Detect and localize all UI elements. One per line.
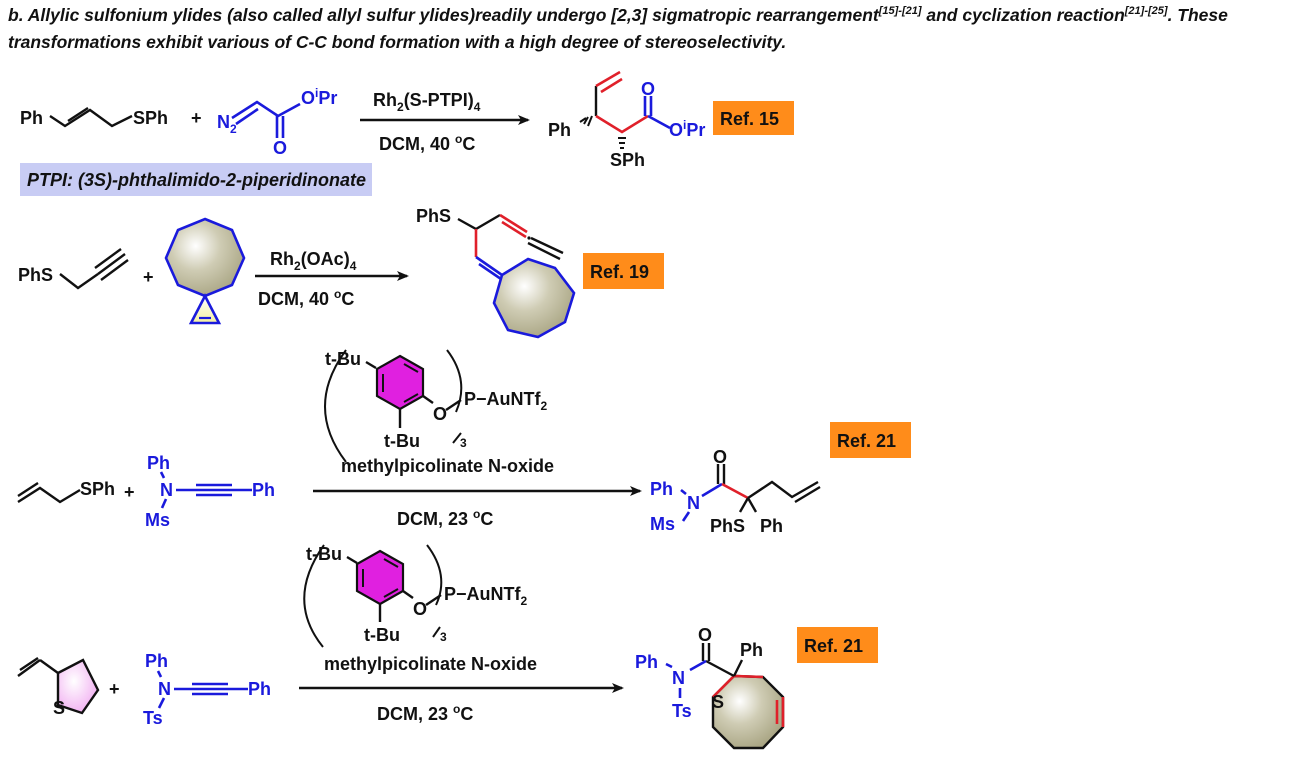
n-label: N	[687, 493, 700, 513]
tbu-top: t-Bu	[306, 544, 342, 564]
isopropoxy-label: OiPr	[301, 86, 337, 108]
reaction-3: SPh + Ph N Ms Ph t-Bu O P−AuNTf2	[17, 349, 911, 536]
ph-label: Ph	[145, 651, 168, 671]
phs-label: PhS	[18, 265, 53, 285]
ms-label: Ms	[145, 510, 170, 530]
carbonyl-o: O	[713, 447, 727, 467]
svg-text:Ref. 15: Ref. 15	[720, 109, 779, 129]
caption-text-2: and cyclization reaction	[921, 5, 1125, 25]
catalyst-rh-oac: Rh2(OAc)4	[270, 249, 357, 273]
phs-label: PhS	[416, 206, 451, 226]
reaction-1: Ph SPh + N2 O OiPr Rh2(S-PTPI)4 DCM, 40 …	[20, 70, 794, 196]
tbu-bottom: t-Bu	[384, 431, 420, 451]
n-label: N	[672, 668, 685, 688]
tbu-bottom: t-Bu	[364, 625, 400, 645]
reaction-2: PhS + Rh2(OAc)4 DCM, 40 oC PhS	[18, 206, 664, 339]
ph-label: Ph	[548, 120, 571, 140]
reagent-cyclopropene-ring	[164, 217, 246, 325]
reaction-4: S + Ph N Ts Ph t-Bu O P−AuNTf2	[17, 544, 878, 750]
s-label: S	[712, 692, 724, 712]
carbonyl-o: O	[641, 79, 655, 99]
gold-catalyst: t-Bu O P−AuNTf2 t-Bu 3 methylpicolinate …	[303, 544, 537, 674]
substrate-cinnamyl-sulfide: Ph SPh	[20, 106, 168, 128]
o-label: O	[413, 599, 427, 619]
ph-label: Ph	[650, 479, 673, 499]
ref-badge-15: Ref. 15	[713, 101, 794, 135]
plus-sign: +	[109, 679, 120, 699]
catalyst-rh-ptpi: Rh2(S-PTPI)4	[373, 90, 481, 114]
svg-text:PTPI: (3S)-phthalimido-2-piper: PTPI: (3S)-phthalimido-2-piperidinonate	[27, 170, 366, 190]
reaction-arrow-1: Rh2(S-PTPI)4 DCM, 40 oC	[360, 90, 530, 154]
reagent-ynamide-ms: Ph N Ms Ph	[145, 453, 275, 530]
ph-label: Ph	[147, 453, 170, 473]
substrate-vinyl-thiolane: S	[17, 657, 100, 718]
sph-label: SPh	[80, 479, 115, 499]
substrate-allyl-sulfide: SPh	[17, 479, 115, 504]
tbu-top: t-Bu	[325, 349, 361, 369]
scheme-caption: b. Allylic sulfonium ylides (also called…	[8, 2, 1296, 56]
ph-label: Ph	[248, 679, 271, 699]
reagent-ynamide-ts: Ph N Ts Ph	[143, 651, 271, 728]
reaction-arrow-4: DCM, 23 oC	[299, 683, 624, 724]
ph-label-2: Ph	[740, 640, 763, 660]
plus-sign: +	[124, 482, 135, 502]
caption-text-3: . These transformations exhibit various …	[8, 5, 1228, 52]
carbonyl-o: O	[698, 625, 712, 645]
conditions-4: DCM, 23 oC	[377, 702, 473, 724]
plus-sign: +	[143, 267, 154, 287]
ptpi-note: PTPI: (3S)-phthalimido-2-piperidinonate	[20, 163, 372, 196]
oxidant-label: methylpicolinate N-oxide	[341, 456, 554, 476]
product-2: PhS	[416, 206, 576, 339]
svg-text:Ref. 19: Ref. 19	[590, 262, 649, 282]
gold-catalyst: t-Bu O P−AuNTf2 t-Bu 3 methylpicolinate …	[324, 349, 554, 476]
n-label: N	[160, 480, 173, 500]
ms-label: Ms	[650, 514, 675, 534]
ts-label: Ts	[672, 701, 692, 721]
oxidant-label: methylpicolinate N-oxide	[324, 654, 537, 674]
ref-badge-21b: Ref. 21	[797, 627, 878, 663]
reaction-arrow-3: DCM, 23 oC	[313, 486, 642, 529]
ph-label: Ph	[635, 652, 658, 672]
ph-label: Ph	[252, 480, 275, 500]
ts-label: Ts	[143, 708, 163, 728]
citation-21-25: [21]-[25]	[1124, 5, 1168, 17]
ph-label: Ph	[20, 108, 43, 128]
sph-label: SPh	[133, 108, 168, 128]
o-label: O	[433, 404, 447, 424]
p-aunt-label: P−AuNTf2	[464, 389, 548, 413]
carbonyl-o: O	[273, 138, 287, 158]
conditions-2: DCM, 40 oC	[258, 287, 354, 309]
sph-label: SPh	[610, 150, 645, 170]
phs-label: PhS	[710, 516, 745, 536]
substrate-propargyl-sulfide: PhS	[18, 248, 129, 290]
p-aunt-label: P−AuNTf2	[444, 584, 528, 608]
product-3: Ph N Ms O PhS Ph	[650, 447, 821, 536]
conditions-3: DCM, 23 oC	[397, 507, 493, 529]
caption-text-1: b. Allylic sulfonium ylides (also called…	[8, 5, 879, 25]
citation-15-21: [15]-[21]	[878, 5, 922, 17]
ref-badge-21a: Ref. 21	[830, 422, 911, 458]
svg-text:Ref. 21: Ref. 21	[837, 431, 896, 451]
n2-label: N2	[217, 112, 237, 136]
product-4: S O Ph Ph N Ts	[635, 625, 785, 750]
ph-label-2: Ph	[760, 516, 783, 536]
reagent-diazoester: N2 O OiPr	[217, 86, 337, 158]
conditions-1: DCM, 40 oC	[379, 132, 475, 154]
isopropoxy-label: OiPr	[669, 118, 705, 140]
svg-text:Ref. 21: Ref. 21	[804, 636, 863, 656]
s-label: S	[53, 698, 65, 718]
plus-sign: +	[191, 108, 202, 128]
ligand-count: 3	[460, 436, 467, 450]
n-label: N	[158, 679, 171, 699]
reaction-arrow-2: Rh2(OAc)4 DCM, 40 oC	[255, 249, 409, 309]
product-1: Ph O OiPr SPh	[548, 70, 705, 170]
ref-badge-19: Ref. 19	[583, 253, 664, 289]
ligand-count: 3	[440, 630, 447, 644]
